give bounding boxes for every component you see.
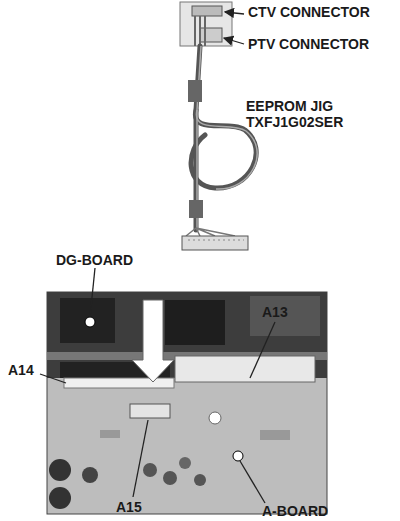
connector-label: PTV CONNECTOR [248, 36, 369, 52]
connector-number: A13 [262, 304, 288, 320]
connector-number: A14 [8, 362, 34, 378]
board-label: A-BOARD [262, 503, 328, 519]
jig-cable-highlight [196, 46, 257, 230]
board-label: DG-BOARD [56, 252, 133, 268]
connector-label: CTV CONNECTOR [248, 4, 370, 20]
cable-sleeve [188, 80, 202, 102]
board-photo [47, 292, 327, 514]
connector-number: A15 [116, 499, 142, 515]
part-label: EEPROM JIG TXFJ1G02SER [246, 98, 346, 130]
cable-sleeve [189, 200, 203, 218]
cable-connector [182, 228, 248, 250]
jig-connector [180, 2, 232, 46]
leader-lines [40, 12, 275, 503]
